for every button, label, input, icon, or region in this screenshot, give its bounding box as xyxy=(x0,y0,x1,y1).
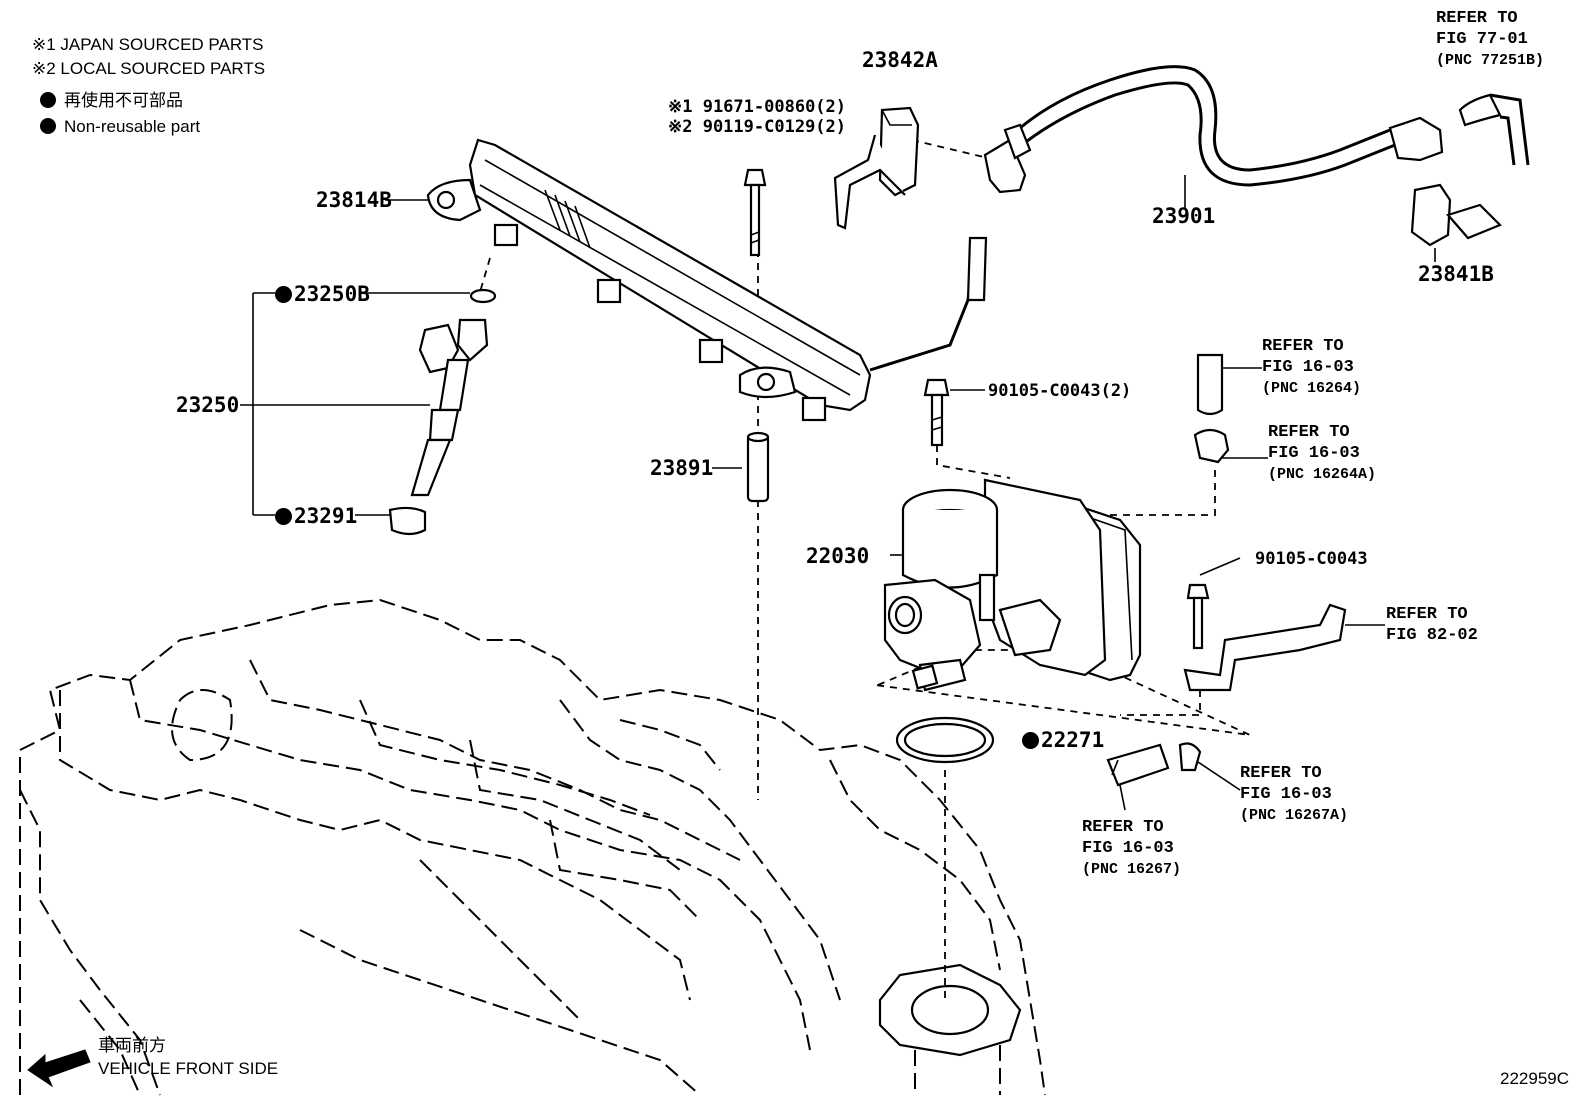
bolt-throttle-body xyxy=(923,378,950,447)
part-label-bolt-japan[interactable]: ※1 91671-00860(2) xyxy=(668,97,847,117)
part-label-23842A[interactable]: 23842A xyxy=(862,48,938,72)
non-reusable-dot-icon xyxy=(275,508,292,525)
ref-fig-16-03-16267[interactable]: REFER TO FIG 16-03 (PNC 16267) xyxy=(1082,817,1181,880)
ref-fig-82-02[interactable]: REFER TO FIG 82-02 xyxy=(1386,604,1478,646)
part-label-bolt-local[interactable]: ※2 90119-C0129(2) xyxy=(668,117,847,137)
ref-16267-line2: FIG 16-03 xyxy=(1082,839,1174,858)
ref-16264A-line2: FIG 16-03 xyxy=(1268,444,1360,463)
legend-nonreusable-jp-text: 再使用不可部品 xyxy=(64,91,183,110)
bolt-delivery-pipe xyxy=(743,168,767,257)
ref-16264A-line1: REFER TO xyxy=(1268,423,1350,442)
part-label-23814B[interactable]: 23814B xyxy=(316,188,392,212)
ref-77-line1: REFER TO xyxy=(1436,9,1518,28)
fuel-delivery-pipe xyxy=(426,138,988,422)
ref-16264A-line3: (PNC 16264A) xyxy=(1268,466,1377,483)
clip-23842A xyxy=(833,106,920,230)
ref-82-line2: FIG 82-02 xyxy=(1386,626,1478,645)
vehicle-front-jp: 車両前方 xyxy=(98,1036,166,1055)
ref-77-line2: FIG 77-01 xyxy=(1436,30,1528,49)
non-reusable-dot-icon xyxy=(275,286,292,303)
ref-fig-16-03-16267A[interactable]: REFER TO FIG 16-03 (PNC 16267A) xyxy=(1240,763,1348,826)
part-label-23291-text[interactable]: 23291 xyxy=(294,504,358,528)
legend-japan: ※1 JAPAN SOURCED PARTS xyxy=(32,35,264,54)
ref-16267-line1: REFER TO xyxy=(1082,818,1164,837)
front-arrow-icon xyxy=(27,1049,91,1088)
part-label-23841B[interactable]: 23841B xyxy=(1418,262,1494,286)
bracket-bolt xyxy=(1183,583,1347,692)
part-label-bolt-bracket[interactable]: 90105-C0043 xyxy=(1255,549,1368,569)
gasket-22271 xyxy=(895,716,995,764)
ref-16267A-line2: FIG 16-03 xyxy=(1240,785,1332,804)
part-label-22030[interactable]: 22030 xyxy=(806,544,870,568)
legend-nonreusable-jp: 再使用不可部品 xyxy=(40,92,183,109)
ref-fig-16-03-16264A[interactable]: REFER TO FIG 16-03 (PNC 16264A) xyxy=(1268,422,1376,485)
part-label-23250B[interactable]: 23250B xyxy=(275,284,370,305)
part-label-23901[interactable]: 23901 xyxy=(1152,204,1216,228)
vehicle-front-en: VEHICLE FRONT SIDE xyxy=(98,1059,279,1078)
part-label-22271[interactable]: 22271 xyxy=(1022,730,1104,751)
ref-fig-77-01[interactable]: REFER TO FIG 77-01 (PNC 77251B) xyxy=(1436,8,1544,71)
part-label-22271-text[interactable]: 22271 xyxy=(1041,728,1105,752)
ref-77-line3: (PNC 77251B) xyxy=(1436,52,1545,69)
ref-16267A-line3: (PNC 16267A) xyxy=(1240,807,1349,824)
diagram-id: 222959C xyxy=(1500,1069,1570,1088)
legend-nonreusable-en: Non-reusable part xyxy=(40,118,200,135)
engine-outline xyxy=(19,598,1046,1096)
part-label-23891[interactable]: 23891 xyxy=(650,456,714,480)
non-reusable-dot-icon xyxy=(1022,732,1039,749)
ref-fig-16-03-16264[interactable]: REFER TO FIG 16-03 (PNC 16264) xyxy=(1262,336,1361,399)
injector-group xyxy=(388,288,497,536)
ref-16267-line3: (PNC 16267) xyxy=(1082,861,1182,878)
spacer-23891 xyxy=(746,431,770,503)
part-label-bolt-throttle[interactable]: 90105-C0043(2) xyxy=(988,381,1132,401)
non-reusable-dot-icon xyxy=(40,118,56,134)
ref-82-line1: REFER TO xyxy=(1386,605,1468,624)
non-reusable-dot-icon xyxy=(40,92,56,108)
part-label-23291[interactable]: 23291 xyxy=(275,506,357,527)
clip-23841B xyxy=(1410,183,1502,247)
legend-nonreusable-en-text: Non-reusable part xyxy=(64,117,201,136)
part-label-23250[interactable]: 23250 xyxy=(176,393,240,417)
ref-16264-line1: REFER TO xyxy=(1262,337,1344,356)
throttle-body xyxy=(883,478,1142,692)
ref-16264-line3: (PNC 16264) xyxy=(1262,380,1362,397)
manifold-flange xyxy=(878,963,1022,1095)
ref-hoses xyxy=(1106,353,1230,811)
ref-16264-line2: FIG 16-03 xyxy=(1262,358,1354,377)
fuel-hose-23901 xyxy=(983,65,1530,194)
ref-16267A-line1: REFER TO xyxy=(1240,764,1322,783)
legend-local: ※2 LOCAL SOURCED PARTS xyxy=(32,59,266,78)
part-label-23250B-text[interactable]: 23250B xyxy=(294,282,370,306)
